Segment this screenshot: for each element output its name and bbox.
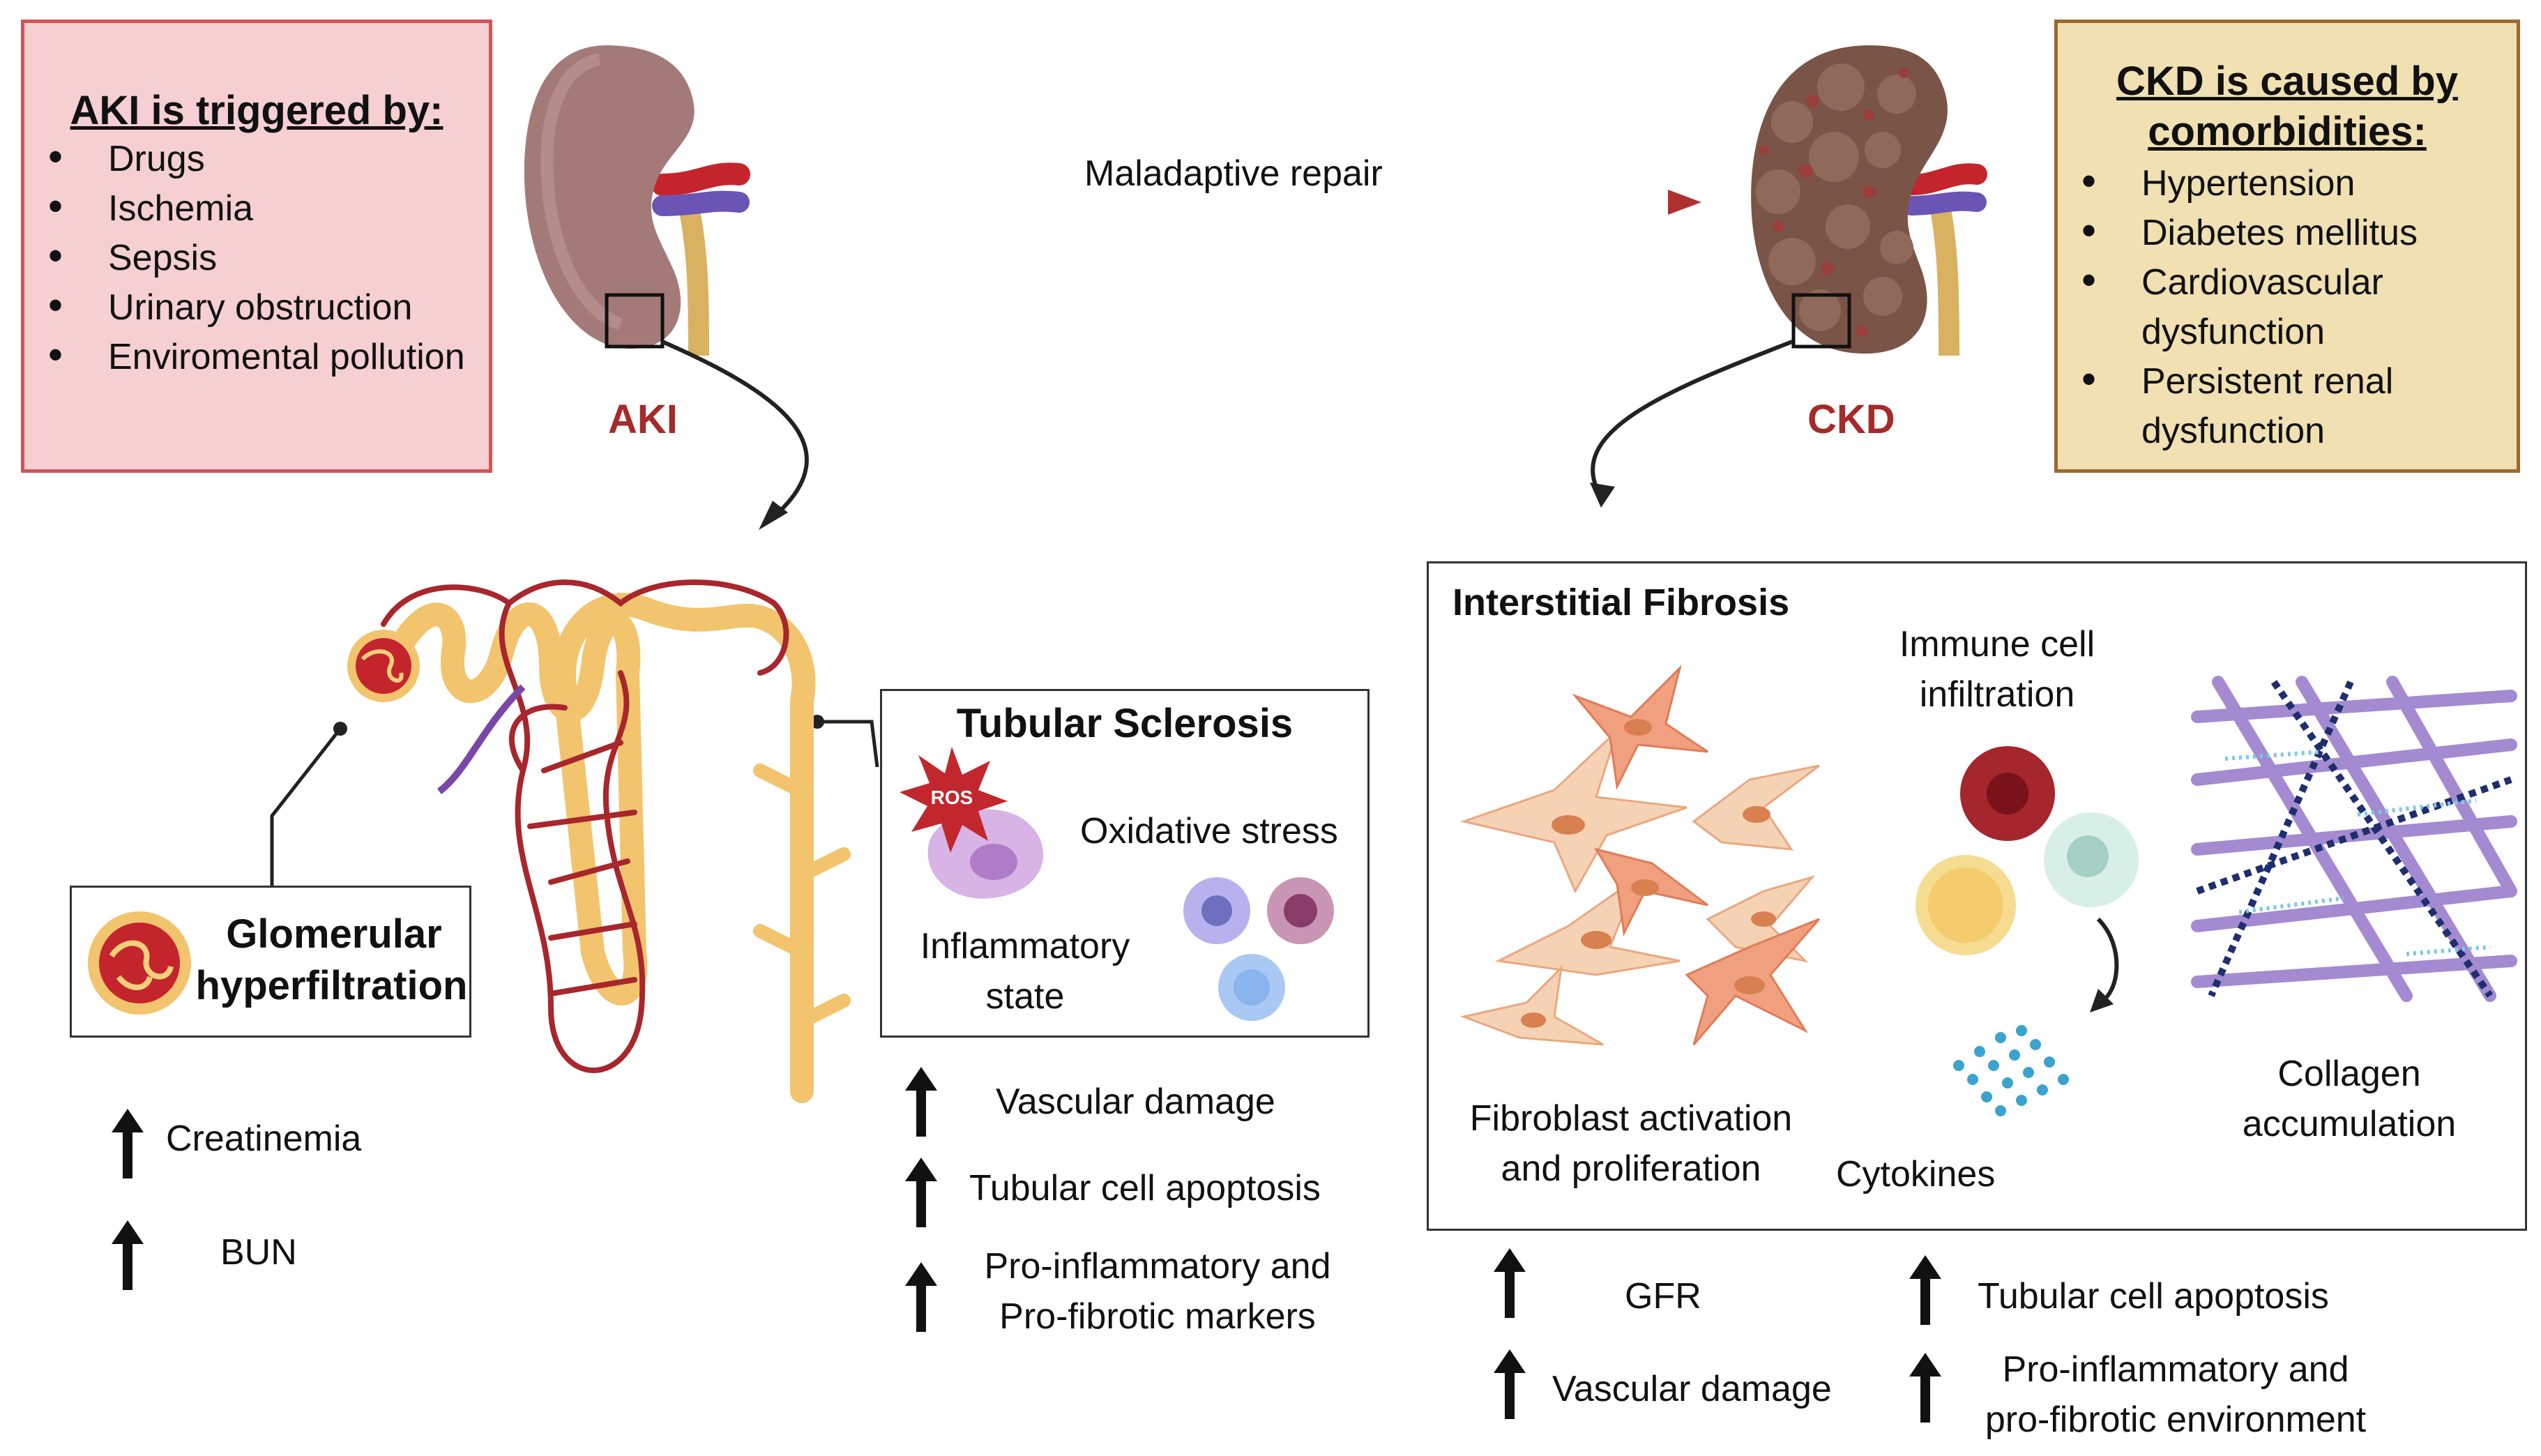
list-item-line1: Cardiovascular	[2141, 262, 2383, 303]
aki-triggers-list: Drugs Ischemia Sepsis Urinary obstructio…	[38, 132, 465, 382]
nephron-icon	[347, 579, 851, 1103]
list-item: Urinary obstruction	[38, 280, 465, 333]
healthy-kidney-icon	[524, 45, 750, 356]
immune-infiltrate-icon	[1916, 746, 2139, 1013]
list-item: Hypertension	[2072, 156, 2418, 208]
collagen-accumulation-line1: Collagen	[2277, 1054, 2421, 1094]
list-item: Enviromental pollution	[38, 330, 465, 382]
aki-kidney-label: AKI	[608, 397, 678, 442]
up-arrow-icon	[112, 1109, 144, 1290]
immune-infiltration-line1: Immune cell	[1899, 624, 2095, 665]
maladaptive-repair-label: Maladaptive repair	[1084, 153, 1383, 194]
creatinemia-label: Creatinemia	[166, 1118, 362, 1159]
collagen-fibers-icon	[2191, 676, 2517, 1002]
tubular-sclerosis-box: Tubular Sclerosis ROS Oxidative stress I…	[880, 689, 1370, 1038]
maladaptive-repair-arrow	[809, 190, 1701, 215]
ckd-causes-box: CKD is caused by comorbidities: Hyperten…	[2054, 20, 2520, 473]
immune-cells-icon	[1183, 877, 1334, 1021]
list-item-line1: Persistent renal	[2141, 361, 2394, 402]
ros-label: ROS	[931, 787, 973, 808]
immune-infiltration-line2: infiltration	[1919, 674, 2075, 715]
fibroblast-cells-icon	[1459, 665, 1821, 1046]
list-item: Diabetes mellitus	[2072, 206, 2418, 258]
glomerular-title-line1: Glomerular	[226, 911, 442, 957]
cytokines-label: Cytokines	[1836, 1154, 1996, 1195]
up-arrow-icon	[1909, 1255, 1941, 1423]
list-item: Ischemia	[38, 181, 465, 234]
cytokines-icon	[1953, 1025, 2069, 1116]
zoom-arrowhead-ckd	[1590, 483, 1615, 508]
interstitial-fibrosis-box: Interstitial Fibrosis Immune cell infilt…	[1427, 561, 2527, 1231]
ros-cell-icon: ROS	[900, 747, 1044, 899]
ckd-vascular-damage-label: Vascular damage	[1552, 1369, 1832, 1409]
fibrotic-kidney-icon	[1751, 45, 1987, 356]
tubular-sclerosis-title: Tubular Sclerosis	[956, 701, 1294, 746]
list-item: Persistent renal dysfunction	[2072, 354, 2418, 456]
up-arrow-icon	[1494, 1248, 1526, 1419]
glomerulus-icon	[88, 911, 191, 1015]
list-item: Sepsis	[38, 231, 465, 283]
oxidative-stress-label: Oxidative stress	[1080, 811, 1338, 851]
aki-triggers-title: AKI is triggered by:	[70, 88, 443, 133]
inflammatory-state-line1: Inflammatory	[920, 926, 1130, 966]
tubular-marker-proinflammatory-line2: Pro-fibrotic markers	[999, 1296, 1316, 1337]
ckd-apoptosis-label: Tubular cell apoptosis	[1978, 1276, 2329, 1317]
glomerular-hyperfiltration-box: Glomerular hyperfiltration	[70, 886, 471, 1038]
up-arrow-icon	[905, 1067, 937, 1332]
fibroblast-activation-line1: Fibroblast activation	[1469, 1098, 1793, 1139]
ckd-causes-title-line2: comorbidities:	[2148, 109, 2427, 154]
ckd-causes-list: Hypertension Diabetes mellitus Cardiovas…	[2072, 156, 2418, 456]
gfr-label: GFR	[1625, 1276, 1701, 1317]
interstitial-fibrosis-title: Interstitial Fibrosis	[1452, 582, 1790, 623]
list-item-line2: dysfunction	[2141, 411, 2326, 451]
ckd-proinflammatory-line2: pro-fibrotic environment	[1985, 1400, 2367, 1440]
list-item: Cardiovascular dysfunction	[2072, 255, 2418, 357]
fibroblast-activation-line2: and proliferation	[1501, 1148, 1761, 1189]
list-item: Drugs	[38, 132, 465, 184]
zoom-arrowhead-aki	[759, 501, 788, 530]
inflammatory-state-line2: state	[985, 976, 1065, 1017]
aki-triggers-box: AKI is triggered by: Drugs Ischemia Seps…	[21, 20, 492, 473]
list-item-line2: dysfunction	[2141, 312, 2326, 352]
ckd-proinflammatory-line1: Pro-inflammatory and	[2002, 1349, 2349, 1390]
bun-label: BUN	[220, 1232, 297, 1273]
ckd-causes-title-line1: CKD is caused by	[2116, 59, 2458, 104]
tubular-marker-vascular: Vascular damage	[996, 1082, 1275, 1122]
tubular-marker-proinflammatory-line1: Pro-inflammatory and	[984, 1246, 1331, 1287]
tubular-marker-apoptosis: Tubular cell apoptosis	[969, 1168, 1321, 1208]
collagen-accumulation-line2: accumulation	[2242, 1104, 2457, 1144]
ckd-kidney-label: CKD	[1807, 397, 1895, 442]
glomerular-title-line2: hyperfiltration	[195, 963, 468, 1008]
